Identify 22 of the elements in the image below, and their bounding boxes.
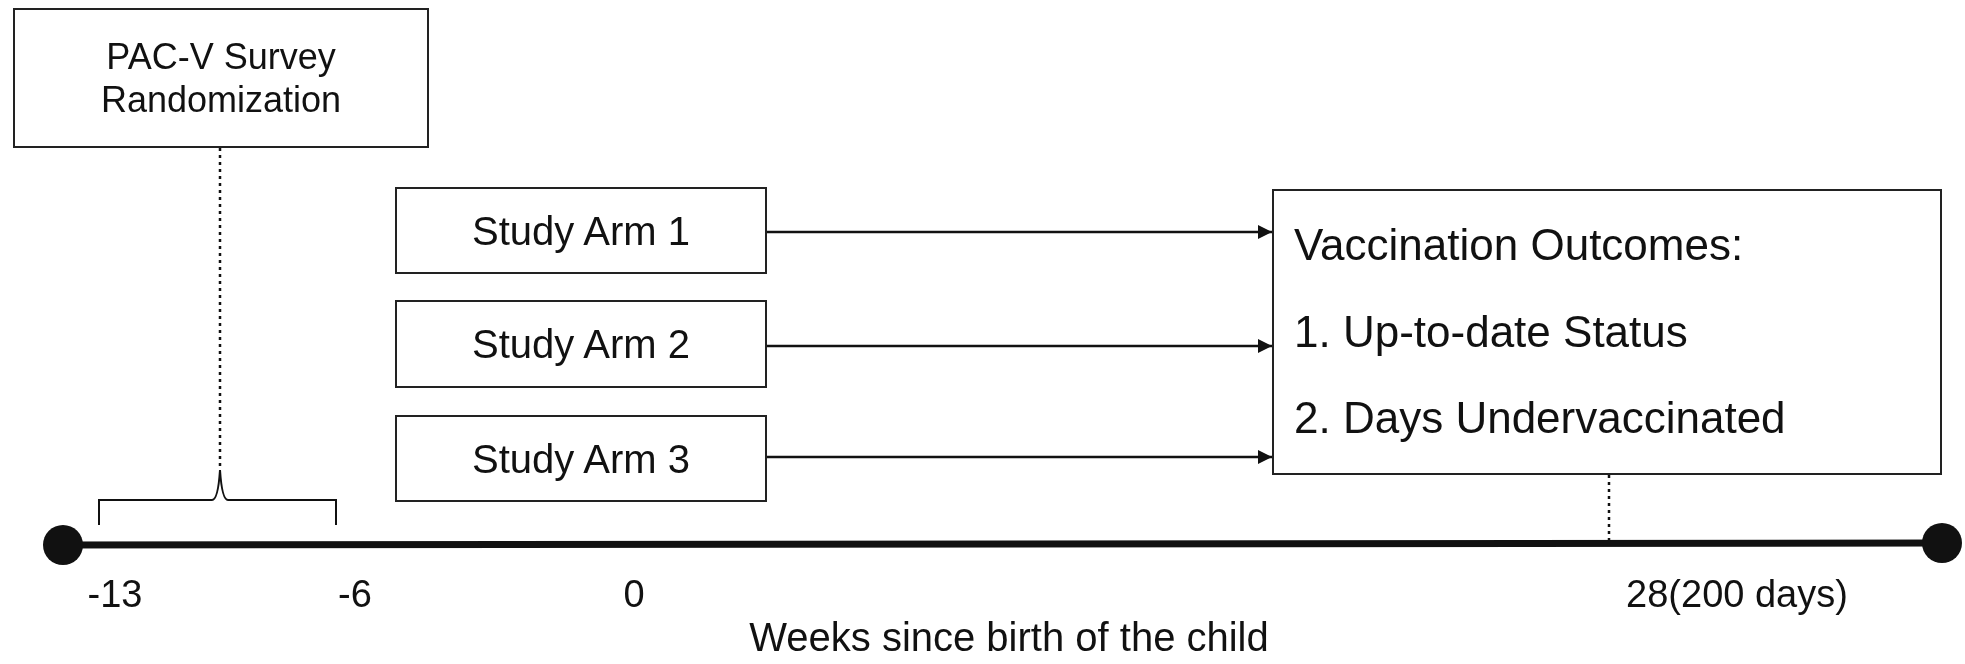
arrow: [767, 450, 1272, 464]
process-box: [395, 300, 767, 388]
leader-line: [1607, 475, 1611, 543]
axis-title: Weeks since birth of the child: [749, 615, 1269, 660]
tick-label: 0: [623, 573, 645, 616]
box-text: Vaccination Outcomes:: [1294, 218, 1744, 271]
tick-label: -6: [338, 573, 372, 616]
arrow: [767, 339, 1272, 353]
box-label: PAC-V Survey Randomization: [99, 34, 343, 122]
bracket: [98, 469, 337, 526]
tick-label: 28(200 days): [1626, 573, 1848, 616]
outcomes-box: [1272, 189, 1942, 475]
arrow: [767, 225, 1272, 239]
box-text: 1. Up-to-date Status: [1294, 305, 1688, 358]
box-text: 2. Days Undervaccinated: [1294, 392, 1786, 445]
process-box: [395, 415, 767, 502]
process-box: [395, 187, 767, 274]
process-box: [13, 8, 429, 148]
box-label: Study Arm 2: [472, 321, 690, 368]
tick-label: -13: [87, 573, 143, 616]
box-label: Study Arm 3: [472, 435, 690, 483]
box-label: Study Arm 1: [472, 207, 690, 255]
